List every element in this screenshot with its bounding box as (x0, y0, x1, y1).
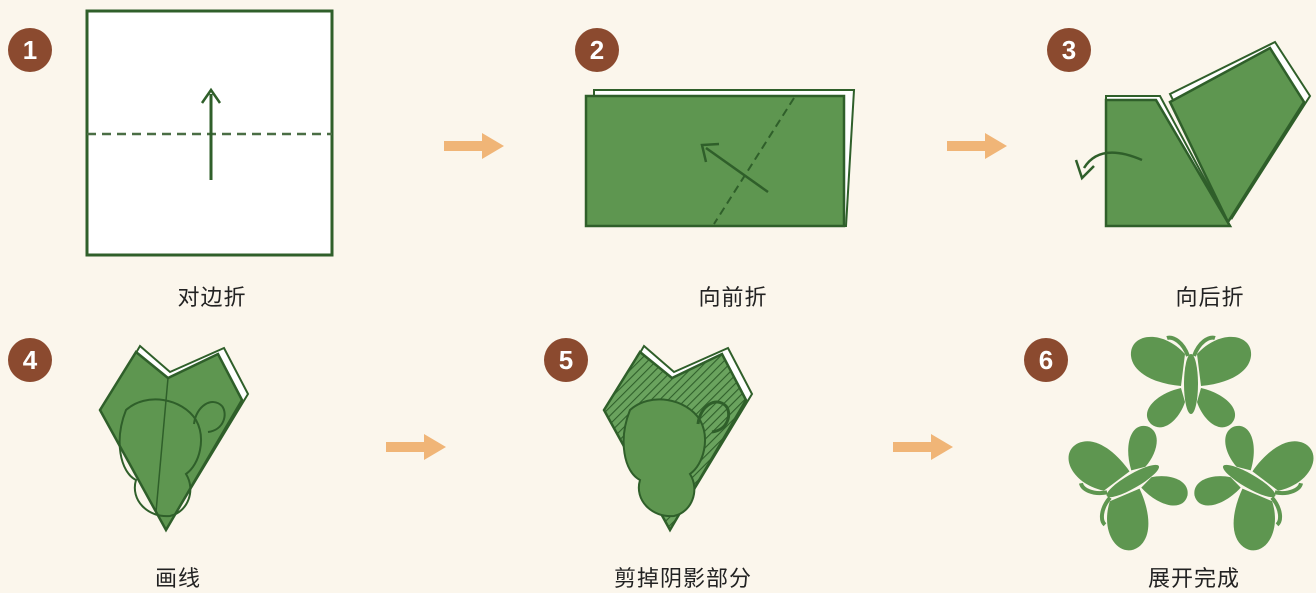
step-5-badge: 5 (544, 338, 588, 382)
step-6-caption: 展开完成 (1147, 567, 1241, 592)
step-4-badge: 4 (8, 338, 52, 382)
step-4-figure (98, 344, 250, 533)
step-3-badge: 3 (1047, 28, 1091, 72)
butterfly-icon (1059, 334, 1316, 559)
antenna (696, 400, 731, 434)
step-6-badge: 6 (1024, 338, 1068, 382)
step-3-figure (1074, 40, 1312, 228)
step-2-caption: 向前折 (698, 286, 768, 311)
step-2-badge: 2 (575, 28, 619, 72)
up-arrow-icon (200, 87, 222, 180)
fold-line (1155, 99, 1231, 227)
right-arrow-icon (444, 133, 504, 159)
step-2-figure (584, 89, 856, 228)
step-5-caption: 剪掉阴影部分 (613, 567, 753, 592)
diagonal-arrow-icon (700, 142, 769, 194)
butterfly-icon (622, 398, 706, 518)
right-flap (1168, 46, 1306, 225)
step-3-caption: 向后折 (1175, 286, 1245, 311)
right-arrow-icon (947, 133, 1007, 159)
step-1-figure (85, 9, 334, 257)
folded-rectangle (584, 94, 846, 228)
butterfly-icon (118, 398, 226, 518)
fold-line (713, 97, 795, 225)
heart-fold (98, 350, 244, 533)
curved-arrow-icon (1074, 151, 1143, 181)
step-4-caption: 画线 (154, 567, 202, 592)
step-1-caption: 对边折 (177, 286, 247, 311)
step-6-figure (1059, 334, 1316, 559)
step-1-badge: 1 (8, 28, 52, 72)
step-5-figure (602, 344, 754, 533)
right-arrow-icon (386, 434, 446, 460)
right-arrow-icon (893, 434, 953, 460)
